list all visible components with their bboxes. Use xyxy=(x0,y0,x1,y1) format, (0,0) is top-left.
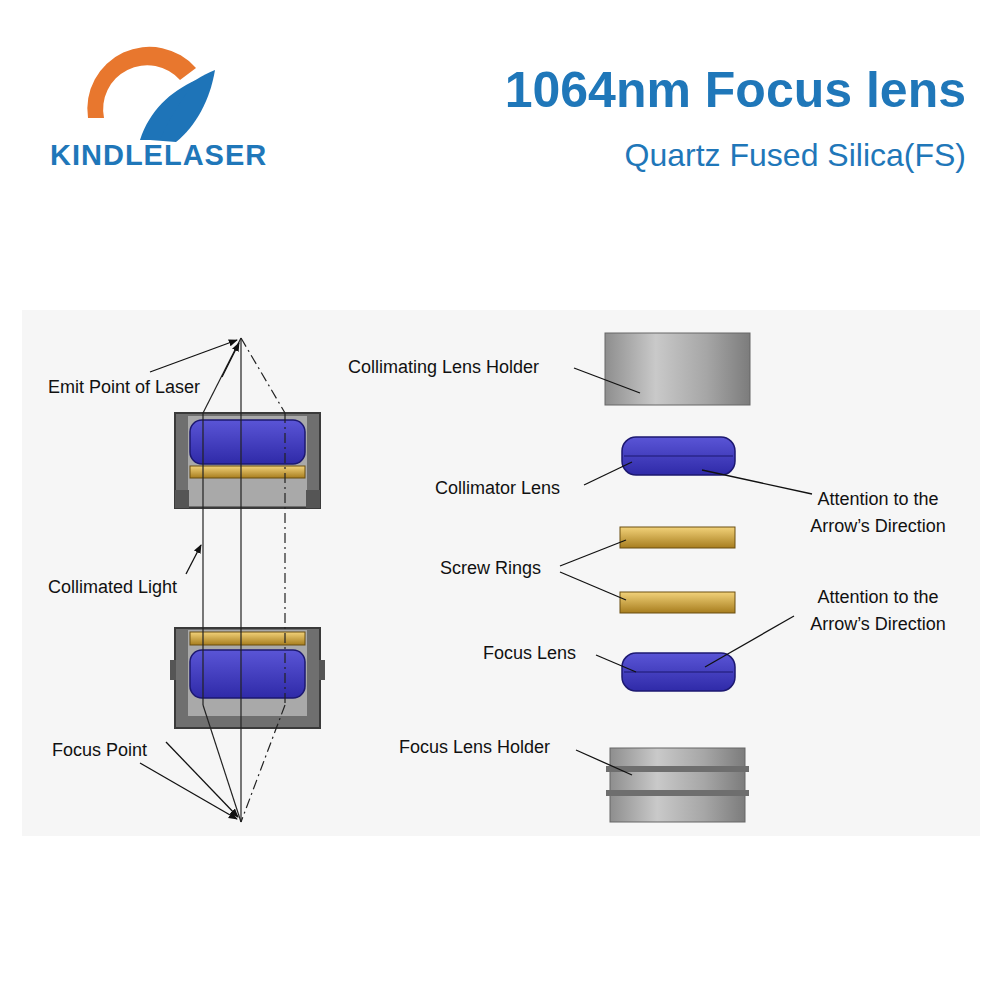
exploded-parts xyxy=(605,333,750,822)
part-label: Collimated Light xyxy=(48,576,177,598)
light-rays xyxy=(203,338,285,822)
part-label: Screw Rings xyxy=(440,557,541,579)
note-label: Attention to the Arrow’s Direction xyxy=(792,584,964,638)
focus-assembly xyxy=(170,628,325,728)
subtitle: Quartz Fused Silica(FS) xyxy=(625,136,966,174)
part-label: Focus Lens Holder xyxy=(399,736,550,758)
leader-lines xyxy=(560,368,812,775)
part-label: Collimator Lens xyxy=(435,477,560,499)
part-label: Focus Lens xyxy=(483,642,576,664)
part-label: Collimating Lens Holder xyxy=(348,356,539,378)
title: 1064nm Focus lens xyxy=(505,60,966,120)
part-label: Emit Point of Laser xyxy=(48,376,200,398)
collimator-assembly xyxy=(175,413,320,508)
note-label: Attention to the Arrow’s Direction xyxy=(792,486,964,540)
logo xyxy=(87,47,215,142)
brand-name: KINDLELASER xyxy=(50,138,267,173)
part-label: Focus Point xyxy=(52,739,147,761)
